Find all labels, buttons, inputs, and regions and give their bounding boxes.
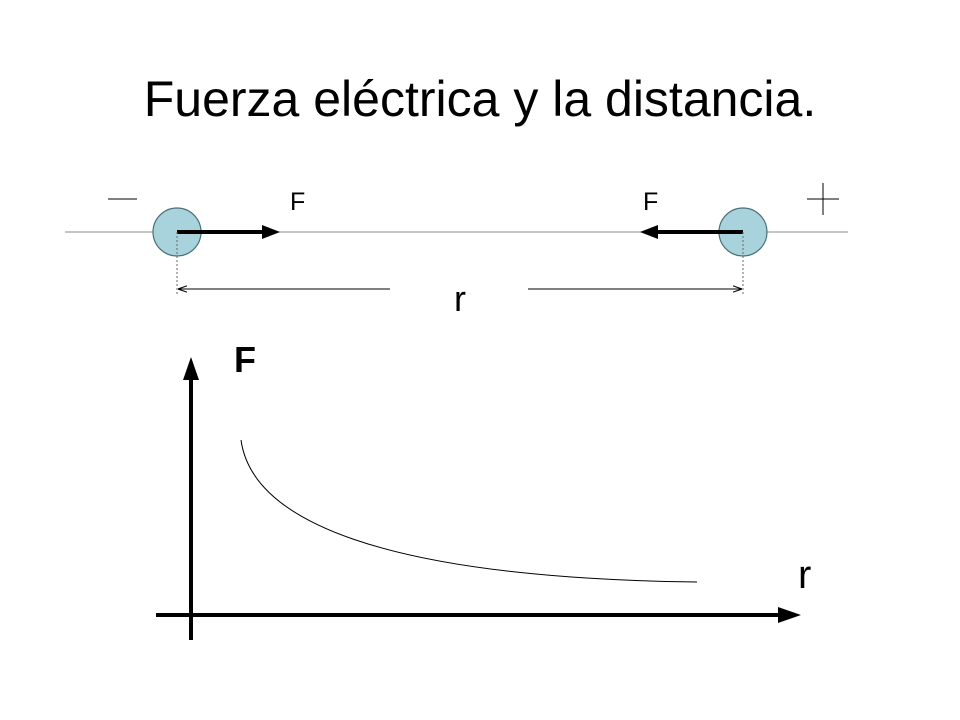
graph-x-axis-label: r	[798, 553, 811, 597]
force-label-right: F	[643, 188, 658, 216]
graph-y-axis-label: F	[234, 339, 256, 380]
distance-label: r	[454, 278, 466, 319]
graph-y-axis-arrowhead	[183, 357, 199, 380]
inverse-square-curve	[240, 439, 698, 583]
graph-x-axis-arrowhead	[778, 607, 801, 623]
charges-diagram: F F r	[65, 183, 848, 319]
force-label-left: F	[290, 188, 305, 216]
force-distance-graph: F r	[156, 339, 811, 640]
slide-title: Fuerza eléctrica y la distancia.	[143, 71, 817, 127]
plus-sign-icon	[807, 183, 839, 215]
force-arrow-right	[640, 225, 743, 239]
force-arrow-left	[177, 225, 280, 239]
